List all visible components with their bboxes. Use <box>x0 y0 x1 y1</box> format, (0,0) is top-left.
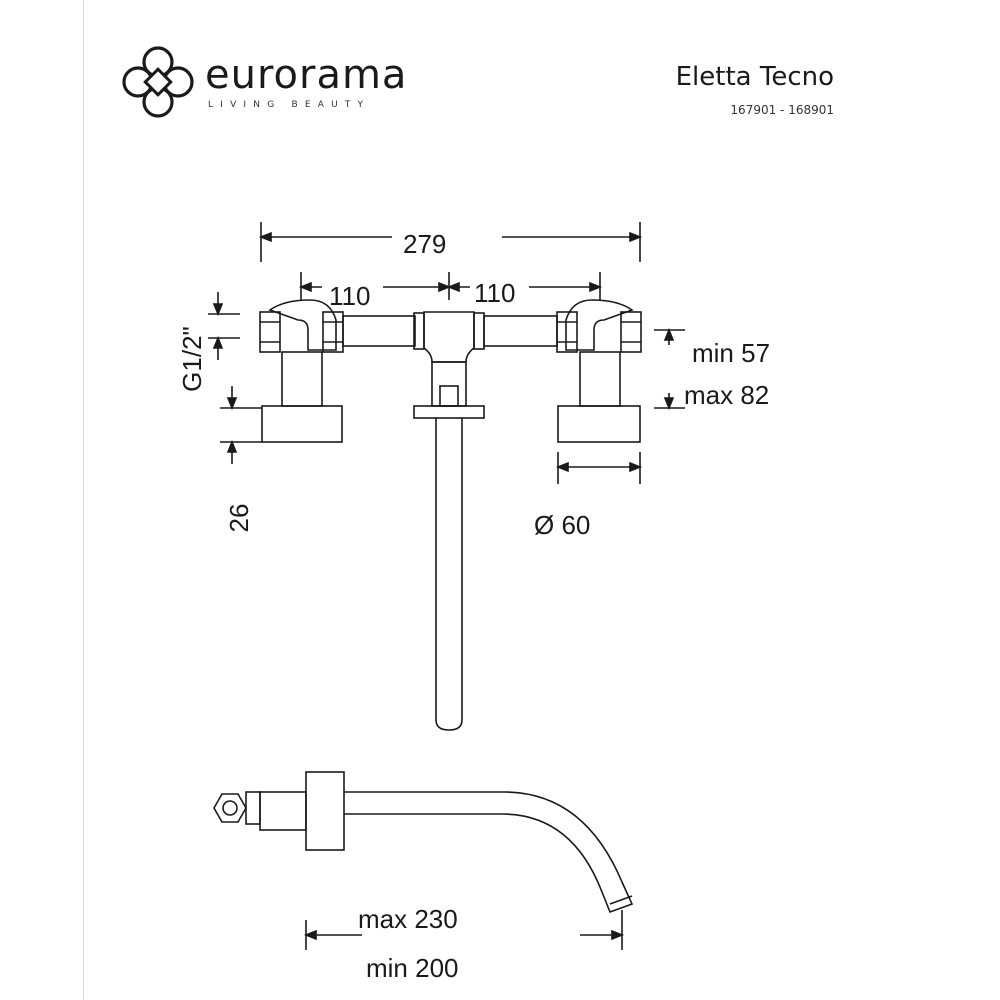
spout-length-dimension-line <box>303 910 625 950</box>
diameter-dimension-line <box>555 452 643 484</box>
right-valve-body <box>556 299 642 443</box>
product-title: Eletta Tecno <box>675 62 834 92</box>
right-spacing-label: 110 <box>474 278 516 308</box>
brand-name: eurorama <box>205 52 408 98</box>
rosette-thickness-label: 26 <box>224 503 254 533</box>
rosette-diameter-label: Ø 60 <box>534 510 591 540</box>
projection-dimension-line <box>654 327 685 411</box>
left-valve-body <box>259 299 344 443</box>
max-projection-label: max 82 <box>684 380 770 410</box>
spout-max-label: max 230 <box>358 904 458 934</box>
logo-mark-icon <box>122 46 194 118</box>
eurorama-logo <box>118 42 198 127</box>
overall-width-label: 279 <box>403 229 447 259</box>
left-spacing-label: 110 <box>329 281 371 311</box>
thread-dimension-line <box>208 292 240 360</box>
spacing-dimension-line <box>298 272 603 300</box>
spout-min-label: min 200 <box>366 953 459 983</box>
central-spout <box>413 311 485 731</box>
min-projection-label: min 57 <box>692 338 771 368</box>
brand-tagline: LIVING BEAUTY <box>208 100 371 110</box>
side-view-spout <box>213 771 634 914</box>
page-border-line <box>83 0 84 1000</box>
rosette-thickness-dimension-line <box>220 386 262 464</box>
product-codes: 167901 - 168901 <box>730 103 834 117</box>
overall-width-dimension-line <box>258 222 643 262</box>
thread-label: G1/2" <box>177 326 207 392</box>
connecting-pipes <box>342 312 558 350</box>
